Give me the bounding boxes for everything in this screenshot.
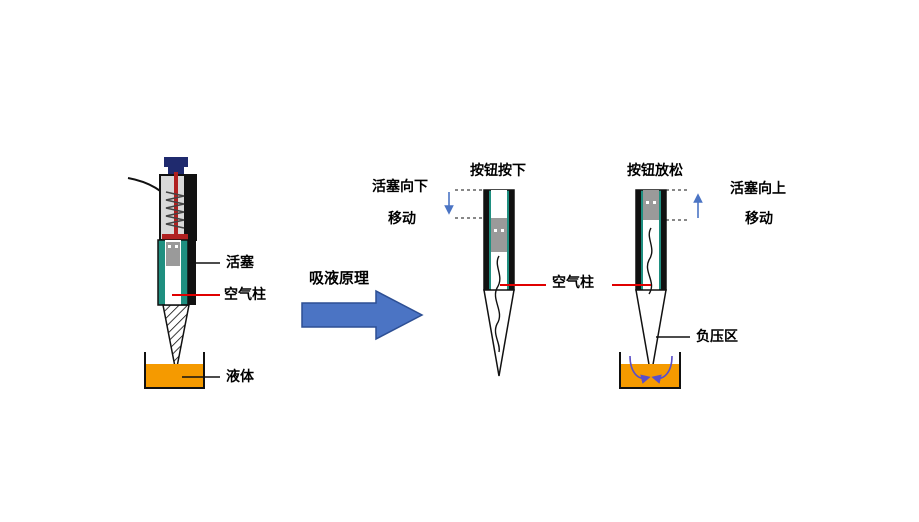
released-piston: [643, 190, 659, 220]
released-tip: [635, 289, 667, 377]
released-title: 按钮放松: [627, 163, 683, 179]
principle-arrow: [301, 289, 424, 341]
beaker: [144, 352, 205, 389]
pipette-tip: [162, 304, 190, 373]
air-column-label: 空气柱: [224, 287, 266, 303]
principle-title: 吸液原理: [309, 269, 370, 287]
pressed-air-label: 空气柱: [552, 275, 594, 291]
released-move-line1: 活塞向上: [730, 181, 786, 197]
released-beaker: [619, 352, 681, 389]
released-air-wave: [646, 227, 653, 295]
spring: [165, 191, 185, 229]
pressed-piston: [491, 218, 507, 252]
released-move-line2: 移动: [745, 211, 773, 227]
suction-right-arrow-icon: [651, 355, 673, 384]
pressed-move-line2: 移动: [388, 211, 416, 227]
liquid-label: 液体: [226, 369, 254, 385]
pressed-title: 按钮按下: [470, 163, 526, 179]
liquid: [146, 364, 203, 387]
pressed-pipette: [444, 189, 546, 377]
released-pipette: [612, 189, 703, 389]
left-pipette: [127, 157, 220, 389]
spring-base: [162, 234, 188, 240]
pressed-move-line1: 活塞向下: [372, 179, 428, 195]
negative-pressure-label: 负压区: [696, 329, 738, 345]
pressed-tip: [483, 289, 515, 377]
piston-label: 活塞: [226, 255, 254, 271]
plunger-cap: [164, 157, 188, 167]
suction-left-arrow-icon: [629, 355, 651, 384]
pressed-air-wave: [494, 255, 501, 353]
